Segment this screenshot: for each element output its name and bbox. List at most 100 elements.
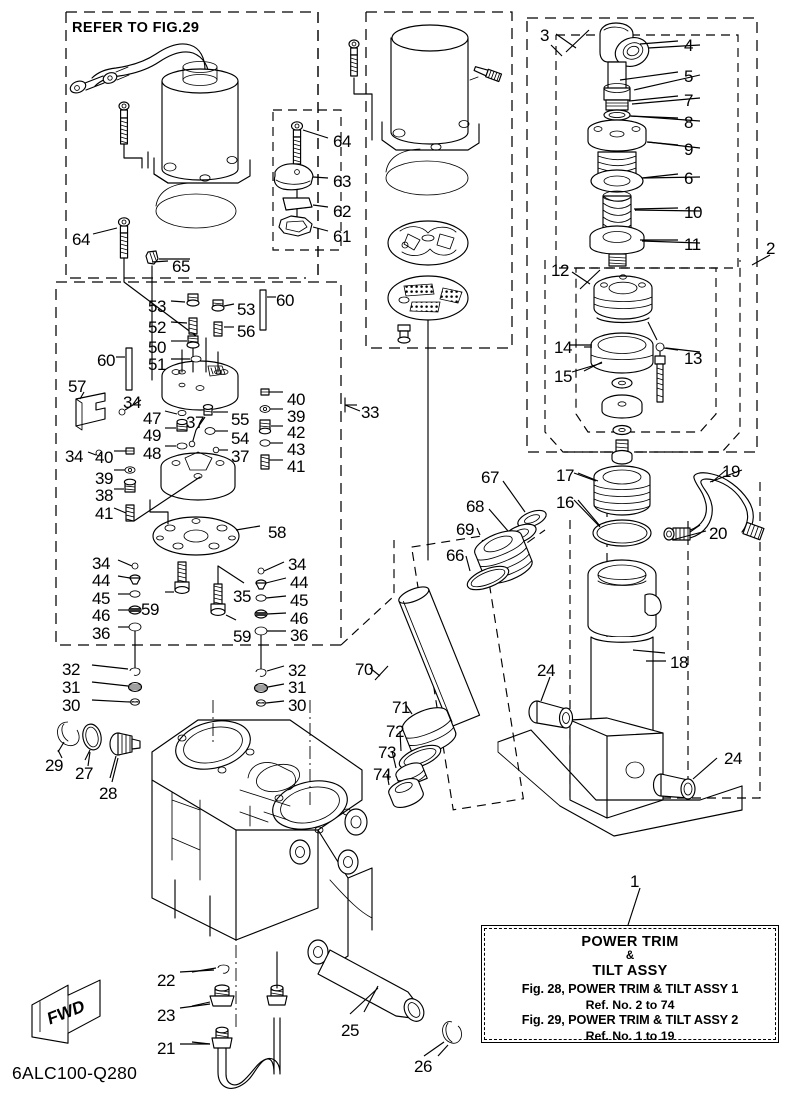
callout-number-20: 20: [709, 524, 727, 543]
callout-number-57: 57: [68, 377, 86, 396]
callout-number-30: 30: [62, 696, 80, 715]
callout-number-69: 69: [456, 520, 474, 539]
callout-number-43: 43: [287, 440, 305, 459]
callout-number-41: 41: [95, 504, 113, 523]
callout-number-10: 10: [684, 203, 702, 222]
legend-fig29-range: Ref. No. 1 to 19: [585, 1028, 675, 1043]
callout-number-18: 18: [670, 653, 688, 672]
refer-to-fig-label: REFER TO FIG.29: [72, 20, 200, 36]
callout-number-61: 61: [333, 227, 351, 246]
callout-number-19: 19: [722, 462, 740, 481]
callout-number-1: 1: [630, 872, 639, 891]
callout-number-66: 66: [446, 546, 464, 565]
callout-number-53: 53: [237, 300, 255, 319]
legend-box: POWER TRIM & TILT ASSY Fig. 28, POWER TR…: [481, 925, 779, 1043]
callout-number-23: 23: [157, 1006, 175, 1025]
callout-number-24: 24: [537, 661, 555, 680]
callout-number-41: 41: [287, 457, 305, 476]
callout-number-21: 21: [157, 1039, 175, 1058]
callout-number-62: 62: [333, 202, 351, 221]
callout-number-4: 4: [684, 36, 693, 55]
callout-number-8: 8: [684, 113, 693, 132]
callout-number-31: 31: [288, 678, 306, 697]
callout-number-9: 9: [684, 140, 693, 159]
callout-number-32: 32: [62, 660, 80, 679]
callout-number-70: 70: [355, 660, 373, 679]
callout-number-5: 5: [684, 67, 693, 86]
callout-number-39: 39: [287, 407, 305, 426]
callout-number-64: 64: [72, 230, 90, 249]
callout-number-72: 72: [386, 722, 404, 741]
callout-number-11: 11: [684, 235, 701, 254]
callout-number-40: 40: [287, 390, 305, 409]
callout-number-25: 25: [341, 1021, 359, 1040]
legend-title-line1: POWER TRIM: [581, 934, 679, 950]
callout-number-7: 7: [684, 91, 693, 110]
callout-number-45: 45: [92, 589, 110, 608]
callout-number-46: 46: [92, 606, 110, 625]
callout-number-60: 60: [276, 291, 294, 310]
callout-number-65: 65: [172, 257, 190, 276]
callout-number-48: 48: [143, 444, 161, 463]
drawing-code: 6ALC100-Q280: [12, 1063, 138, 1083]
callout-number-14: 14: [554, 338, 572, 357]
callout-number-52: 52: [148, 318, 166, 337]
callout-number-59: 59: [141, 600, 159, 619]
callout-number-29: 29: [45, 756, 63, 775]
legend-fig28-ref: Fig. 28, POWER TRIM & TILT ASSY 1: [521, 982, 739, 997]
callout-number-24: 24: [724, 749, 742, 768]
callout-number-34: 34: [288, 555, 306, 574]
callout-number-3: 3: [540, 26, 549, 45]
callout-number-55: 55: [231, 410, 249, 429]
callout-number-46: 46: [290, 609, 308, 628]
callout-number-39: 39: [95, 469, 113, 488]
callout-number-37: 37: [231, 447, 249, 466]
callout-number-22: 22: [157, 971, 175, 990]
callout-number-50: 50: [148, 338, 166, 357]
callout-number-27: 27: [75, 764, 93, 783]
callout-number-34: 34: [92, 554, 110, 573]
callout-number-64: 64: [333, 132, 351, 151]
callout-number-40: 40: [95, 448, 113, 467]
callout-number-74: 74: [373, 765, 391, 784]
callout-number-36: 36: [290, 626, 308, 645]
callout-number-16: 16: [556, 493, 574, 512]
callout-number-44: 44: [92, 571, 110, 590]
callout-number-68: 68: [466, 497, 484, 516]
callout-number-28: 28: [99, 784, 117, 803]
callout-number-47: 47: [143, 409, 161, 428]
callout-number-44: 44: [290, 573, 308, 592]
callout-number-56: 56: [237, 322, 255, 341]
callout-number-59: 59: [233, 627, 251, 646]
callout-number-54: 54: [231, 429, 249, 448]
callout-number-42: 42: [287, 423, 305, 442]
legend-title-ampersand: &: [625, 950, 635, 963]
callout-number-13: 13: [684, 349, 702, 368]
callout-number-30: 30: [288, 696, 306, 715]
callout-number-12: 12: [551, 261, 569, 280]
callout-number-15: 15: [554, 367, 572, 386]
callout-number-6: 6: [684, 169, 693, 188]
callout-number-67: 67: [481, 468, 499, 487]
callout-number-31: 31: [62, 678, 80, 697]
legend-title-line2: TILT ASSY: [592, 962, 668, 979]
legend-fig28-range: Ref. No. 2 to 74: [585, 997, 675, 1012]
callout-number-45: 45: [290, 591, 308, 610]
callout-number-49: 49: [143, 426, 161, 445]
callout-number-36: 36: [92, 624, 110, 643]
callout-number-73: 73: [378, 743, 396, 762]
callout-number-35: 35: [233, 587, 251, 606]
callout-number-58: 58: [268, 523, 286, 542]
callout-number-60: 60: [97, 351, 115, 370]
callout-number-33: 33: [361, 403, 379, 422]
callout-number-71: 71: [392, 698, 410, 717]
callout-number-32: 32: [288, 661, 306, 680]
callout-number-17: 17: [556, 466, 574, 485]
legend-fig29-ref: Fig. 29, POWER TRIM & TILT ASSY 2: [521, 1013, 739, 1028]
callout-number-38: 38: [95, 486, 113, 505]
callout-number-34: 34: [65, 447, 83, 466]
callout-number-37: 37: [186, 413, 204, 432]
callout-number-2: 2: [766, 239, 775, 258]
